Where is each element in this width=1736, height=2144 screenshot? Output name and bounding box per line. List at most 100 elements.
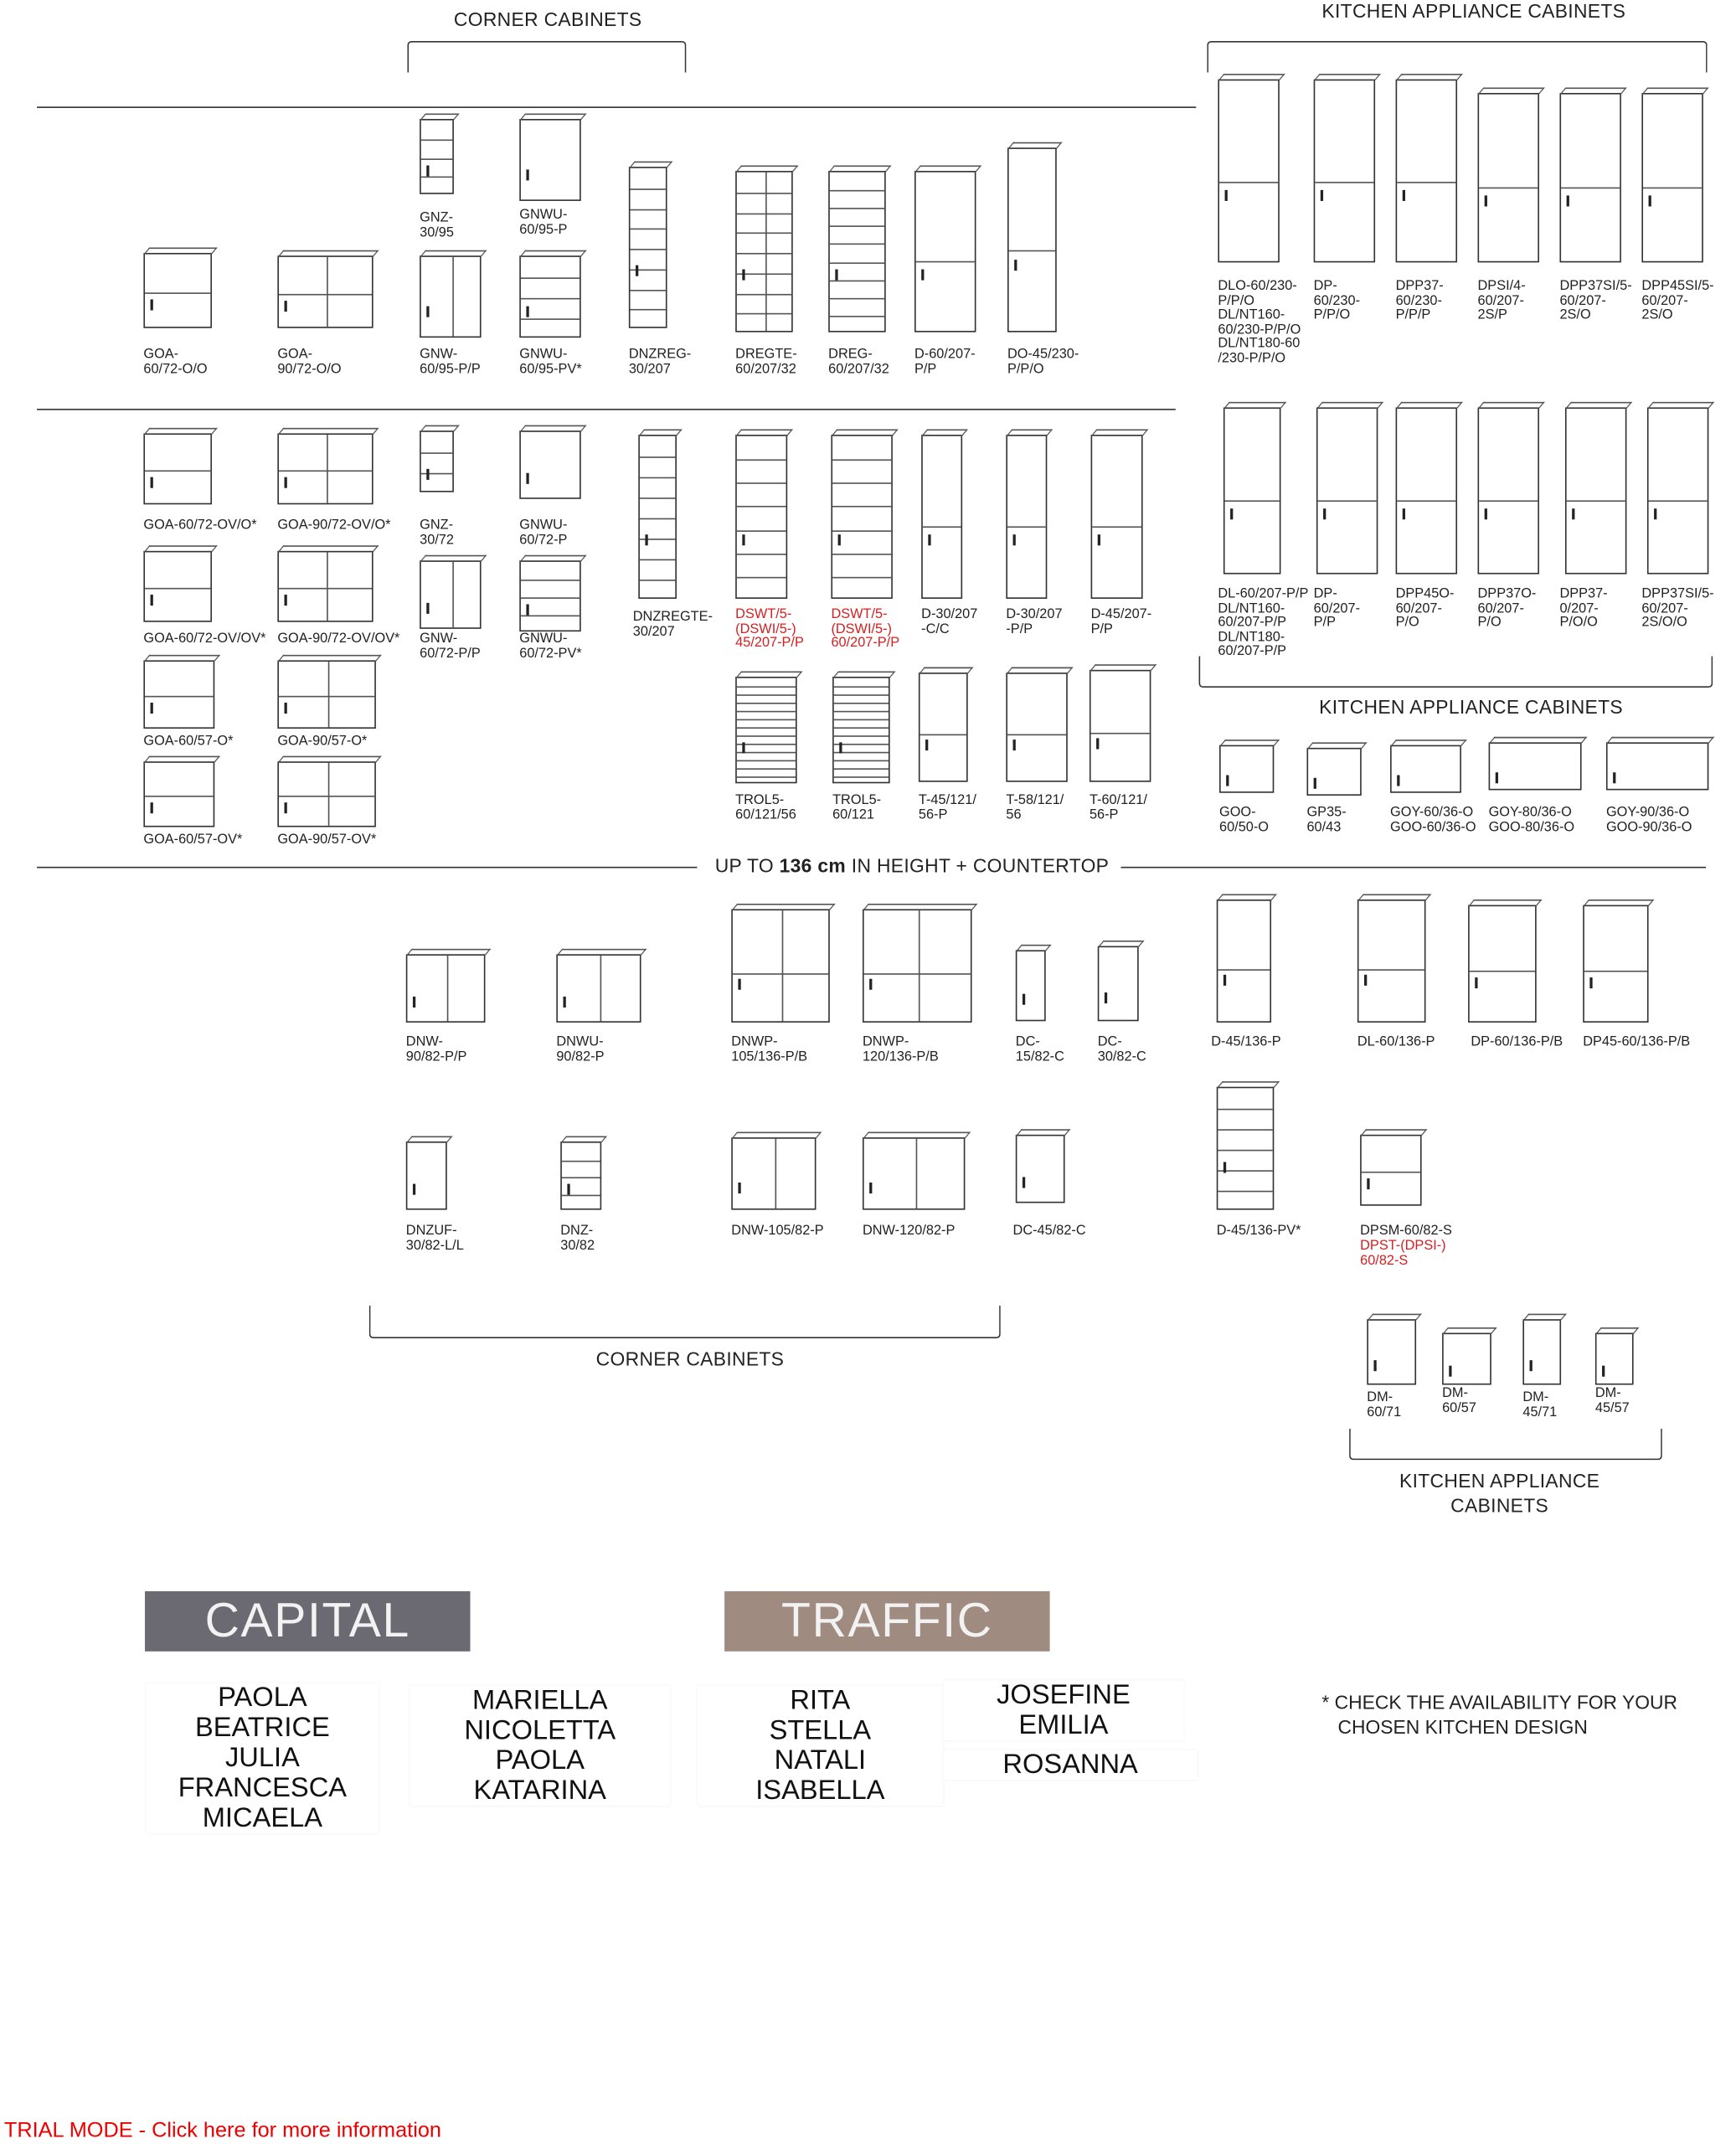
shelf-line <box>630 208 666 210</box>
handle-icon <box>928 534 930 546</box>
shelf-line <box>278 695 375 698</box>
trial-mode-link[interactable]: TRIAL MODE - Click here for more informa… <box>3 2119 441 2142</box>
cabinet-drawing <box>277 660 376 729</box>
bracket <box>1207 40 1708 73</box>
cabinet-drawing <box>143 761 215 827</box>
shelf-line <box>1218 1170 1273 1172</box>
cabinet-code-label: GOA- 60/72-O/O <box>143 347 208 377</box>
cabinet-code-label: GOA- 90/72-O/O <box>277 347 342 377</box>
handle-icon <box>150 477 153 489</box>
door-split <box>1008 250 1056 252</box>
handle-icon <box>1022 1177 1025 1188</box>
handle-icon <box>1012 534 1015 546</box>
handle-icon <box>1096 738 1099 750</box>
handle-icon <box>742 269 744 281</box>
handle-icon <box>1014 260 1017 271</box>
shelf-line <box>561 1177 600 1179</box>
bracket <box>1349 1428 1662 1461</box>
handle-icon <box>1449 1365 1451 1377</box>
handle-icon <box>839 742 842 754</box>
shelf-line <box>829 280 885 281</box>
cabinet-drawing <box>1007 147 1057 332</box>
cabinet-drawing <box>914 171 976 332</box>
cabinet-drawing <box>1357 899 1426 1023</box>
handle-icon <box>1572 508 1574 520</box>
divider <box>37 409 1176 410</box>
shelf-line <box>833 743 889 745</box>
handle-icon <box>1320 190 1323 202</box>
door-divider <box>781 910 784 1022</box>
capital-banner: CAPITAL <box>145 1590 471 1652</box>
handle-icon <box>1224 190 1227 202</box>
cabinet-code-label: DC-45/82-C <box>1012 1223 1086 1239</box>
shelf-line <box>832 459 892 461</box>
cabinet-drawing <box>1522 1319 1562 1385</box>
shelf-line <box>520 297 580 300</box>
capital-names-col1: PAOLA BEATRICE JULIA FRANCESCA MICAELA <box>146 1683 379 1833</box>
divider <box>37 866 698 868</box>
shelf-line <box>833 760 889 762</box>
handle-icon <box>1484 508 1487 520</box>
cabinet-drawing <box>405 1141 447 1210</box>
cabinet-code-label: DO-45/230- P/P/O <box>1007 347 1079 377</box>
cabinet-drawing <box>277 761 376 827</box>
height-suffix: IN HEIGHT + COUNTERTOP <box>846 854 1110 877</box>
cabinet-drawing <box>519 560 581 632</box>
cabinet-code-label: T-60/121/ 56-P <box>1089 792 1147 822</box>
shelf-line <box>832 553 892 555</box>
door-split <box>920 734 967 736</box>
door-split <box>863 972 971 975</box>
door-split <box>1584 971 1647 973</box>
cabinet-code-label: GOA-60/72-OV/OV* <box>143 631 266 647</box>
cabinet-code-label: DPSM-60/82-S <box>1360 1223 1452 1239</box>
shelf-line <box>829 208 885 210</box>
door-divider <box>446 955 449 1022</box>
cabinet-code-label: DNWP- 105/136-P/B <box>731 1034 808 1064</box>
cabinet-drawing <box>560 1141 602 1210</box>
shelf-line <box>736 760 796 762</box>
shelf-line <box>736 710 796 713</box>
shelf-line <box>520 615 580 617</box>
shelf-line <box>833 694 889 696</box>
cabinet-code-label: GNWU- 60/95-PV* <box>519 347 582 377</box>
handle-icon <box>1529 1359 1532 1371</box>
cabinet-drawing <box>420 255 482 338</box>
handle-icon <box>1654 508 1656 520</box>
handle-icon <box>1495 772 1498 784</box>
cabinet-code-label: DPSI/4- 60/207- 2S/P <box>1477 278 1526 323</box>
shelf-line <box>639 497 676 499</box>
handle-icon <box>1223 1162 1226 1173</box>
cabinet-code-label: T-58/121/ 56 <box>1006 792 1064 822</box>
cabinet-drawing <box>862 1137 966 1210</box>
door-divider <box>327 762 330 826</box>
cabinet-code-label: GOA-90/57-OV* <box>277 832 377 848</box>
handle-icon <box>412 1183 415 1195</box>
handle-icon <box>925 740 928 751</box>
handle-icon <box>1602 1365 1605 1377</box>
cabinet-code-label: DM- 45/71 <box>1522 1390 1558 1420</box>
cabinet-drawing <box>277 255 373 328</box>
shelf-line <box>639 477 676 479</box>
cabinet-code-label: GOA-60/57-OV* <box>143 832 243 848</box>
cabinet-drawing <box>731 909 830 1023</box>
cabinet-code-label: D-45/136-P <box>1211 1034 1281 1050</box>
handle-icon <box>1097 534 1100 546</box>
bracket <box>368 1305 1001 1339</box>
shelf-line <box>420 157 453 160</box>
handle-icon <box>1323 508 1326 520</box>
shelf-line <box>829 261 885 264</box>
cabinet-code-label: DNW-120/82-P <box>862 1223 956 1239</box>
handle-icon <box>284 703 286 714</box>
door-divider <box>327 256 328 327</box>
shelf-line <box>630 289 666 291</box>
door-divider <box>327 435 328 503</box>
shelf-line <box>832 529 892 532</box>
shelf-line <box>736 529 786 532</box>
handle-icon <box>869 978 872 990</box>
cabinet-drawing <box>1477 407 1539 575</box>
handle-icon <box>563 996 565 1008</box>
bracket <box>407 40 687 73</box>
door-split <box>1092 526 1141 528</box>
shelf-line <box>833 727 889 729</box>
traffic-banner: TRAFFIC <box>724 1590 1050 1652</box>
